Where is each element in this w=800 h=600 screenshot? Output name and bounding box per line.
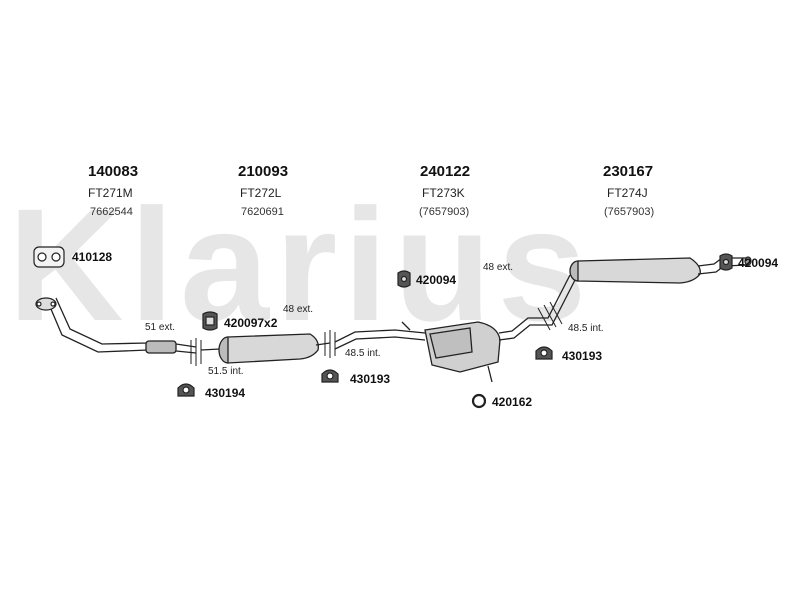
section-oem: 7620691 <box>241 206 284 218</box>
part-number: 420097x2 <box>224 316 278 330</box>
front-pipe <box>47 297 197 354</box>
gasket-icon <box>33 246 65 268</box>
section-ref: FT274J <box>607 186 648 200</box>
middle-silencer <box>200 333 331 364</box>
section-oem: (7657903) <box>419 206 470 218</box>
intermediate-pipe <box>334 321 426 350</box>
section-code: 240122 <box>420 163 471 180</box>
dimension-label: 48 ext. <box>483 262 514 273</box>
ring-icon <box>471 393 487 409</box>
section-code: 230167 <box>603 163 654 180</box>
brand-watermark: Klarius <box>8 175 593 354</box>
dimension-label: 48.5 int. <box>568 323 604 334</box>
part-number: 410128 <box>72 250 113 264</box>
rubber-mount-icon <box>397 270 411 288</box>
dimension-label: 48.5 int. <box>345 348 381 359</box>
part-number: 430193 <box>350 372 391 386</box>
section-ref: FT271M <box>88 186 133 200</box>
rear-pipe <box>498 274 576 341</box>
joint-marker-2 <box>324 330 336 358</box>
clamp-icon <box>177 383 195 397</box>
joint-marker-3 <box>537 301 563 331</box>
clamp-icon <box>321 369 339 383</box>
centre-silencer <box>424 321 501 383</box>
section-code: 140083 <box>88 163 139 180</box>
section-ref: FT272L <box>240 186 282 200</box>
joint-marker-1 <box>190 338 202 366</box>
rear-silencer <box>569 256 752 284</box>
section-ref: FT273K <box>422 186 465 200</box>
part-number: 420162 <box>492 395 533 409</box>
part-number: 420094 <box>738 256 779 270</box>
part-number: 420094 <box>416 273 457 287</box>
dimension-label: 48 ext. <box>283 304 314 315</box>
section-code: 210093 <box>238 163 289 180</box>
dimension-label: 51.5 int. <box>208 366 244 377</box>
section-oem: 7662544 <box>90 206 133 218</box>
rubber-mount-icon <box>202 311 218 331</box>
clamp-icon <box>535 346 553 360</box>
part-number: 430194 <box>205 386 246 400</box>
rubber-mount-icon <box>719 253 733 271</box>
dimension-label: 51 ext. <box>145 322 176 333</box>
part-number: 430193 <box>562 349 603 363</box>
section-oem: (7657903) <box>604 206 655 218</box>
front-pipe-flange <box>35 297 57 311</box>
